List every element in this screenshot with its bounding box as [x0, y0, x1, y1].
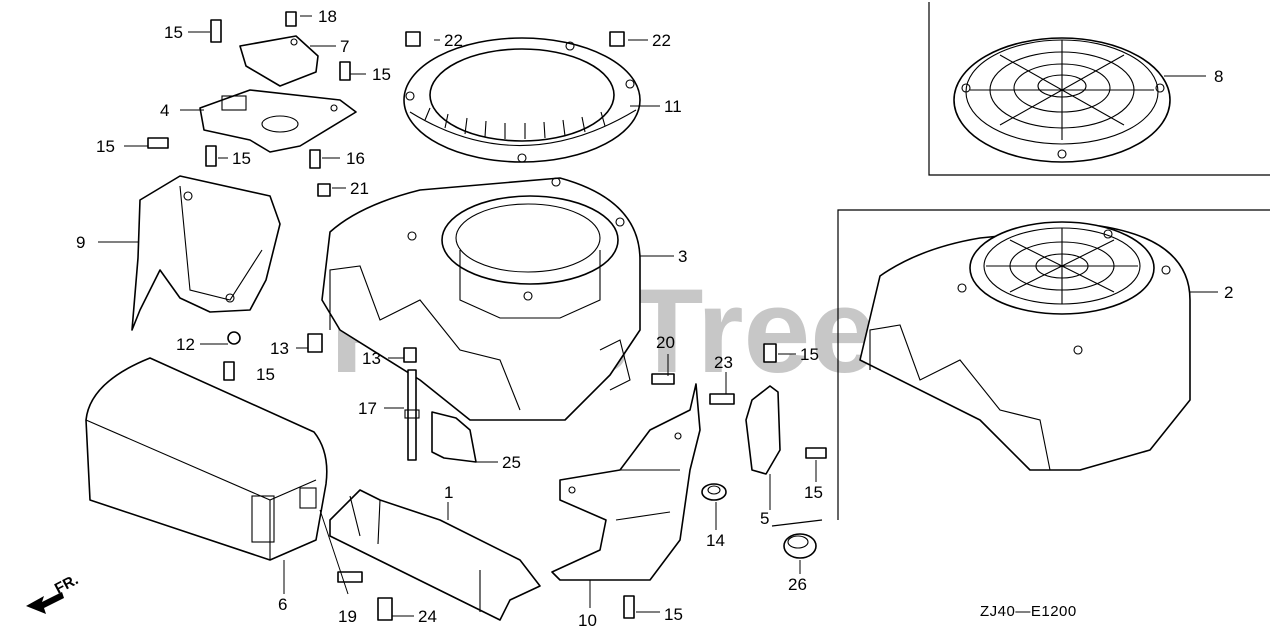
bolt-15-mid[interactable]	[205, 145, 217, 167]
bolt-16[interactable]	[309, 149, 321, 169]
callout-22[interactable]: 22	[444, 31, 463, 50]
nut-22-right[interactable]	[609, 31, 625, 47]
bolt-15-top[interactable]	[210, 19, 222, 43]
callout-10[interactable]: 10	[578, 611, 597, 630]
callout-3[interactable]: 3	[678, 247, 687, 266]
callout-12[interactable]: 12	[176, 335, 195, 354]
bolt-15-lower-left[interactable]	[223, 361, 235, 381]
callout-16[interactable]: 16	[346, 149, 365, 168]
inset-frame-fan-cover	[928, 2, 1270, 176]
callout-19[interactable]: 19	[338, 607, 357, 626]
diagram-code: ZJ40—E1200	[980, 603, 1077, 620]
callout-4[interactable]: 4	[160, 101, 169, 120]
callout-1[interactable]: 1	[444, 483, 453, 502]
callout-11[interactable]: 11	[664, 97, 682, 116]
bolt-19[interactable]	[337, 571, 363, 583]
part-8-fan-cover[interactable]	[953, 37, 1171, 163]
callout-15[interactable]: 15	[232, 149, 251, 168]
callout-13[interactable]: 13	[270, 339, 289, 358]
part-2-fan-shroud-assembly[interactable]	[859, 221, 1191, 471]
callout-2[interactable]: 2	[1224, 283, 1233, 302]
bolt-15-right-top[interactable]	[763, 343, 777, 363]
nut-13-mid[interactable]	[403, 347, 417, 363]
bolt-15-left[interactable]	[147, 137, 169, 149]
callout-17[interactable]: 17	[358, 399, 377, 418]
callout-21[interactable]: 21	[350, 179, 369, 198]
fasteners	[147, 11, 827, 621]
callout-22[interactable]: 22	[652, 31, 671, 50]
callout-15[interactable]: 15	[256, 365, 275, 384]
part-1-lower-air-guide[interactable]	[329, 489, 541, 621]
callout-8[interactable]: 8	[1214, 67, 1223, 86]
callout-13[interactable]: 13	[362, 349, 381, 368]
inset-frame-shroud	[837, 209, 1270, 520]
callout-5[interactable]: 5	[760, 509, 769, 528]
bolt-15-bottom[interactable]	[623, 595, 635, 619]
bolt-18[interactable]	[285, 11, 297, 27]
part-11-air-guide-ring[interactable]	[403, 37, 641, 163]
bolt-15-right[interactable]	[339, 61, 351, 81]
bolt-23[interactable]	[709, 393, 735, 405]
front-direction-indicator: FR.	[26, 571, 81, 614]
callout-23[interactable]: 23	[714, 353, 733, 372]
callout-20[interactable]: 20	[656, 333, 675, 352]
callout-18[interactable]: 18	[318, 7, 337, 26]
part-17-stud-bolt[interactable]	[404, 369, 420, 461]
part-9-side-air-guide[interactable]	[131, 175, 281, 331]
bolt-24[interactable]	[377, 597, 393, 621]
part-6-top-cover[interactable]	[85, 357, 328, 561]
callout-7[interactable]: 7	[340, 37, 349, 56]
nut-22-left[interactable]	[405, 31, 421, 47]
part-5-bracket[interactable]	[745, 385, 781, 475]
bolt-20[interactable]	[651, 373, 675, 385]
leader-lines	[98, 15, 1218, 617]
part-3-fan-shroud[interactable]	[321, 177, 641, 421]
front-arrow-icon	[26, 592, 64, 614]
callout-numbers: 15 18 7 15 22 22 8 4 11 15 15 16 21 9 3 …	[76, 7, 1233, 630]
clip-12[interactable]	[227, 331, 241, 345]
callout-15[interactable]: 15	[800, 345, 819, 364]
callout-9[interactable]: 9	[76, 233, 85, 252]
callout-15[interactable]: 15	[96, 137, 115, 156]
callout-6[interactable]: 6	[278, 595, 287, 614]
callout-24[interactable]: 24	[418, 607, 437, 626]
clip-21[interactable]	[317, 183, 331, 197]
callout-25[interactable]: 25	[502, 453, 521, 472]
part-7-cover-plate[interactable]	[239, 35, 319, 87]
callout-15[interactable]: 15	[164, 23, 183, 42]
part-4-bracket-plate[interactable]	[199, 89, 357, 153]
nut-13-left[interactable]	[307, 333, 323, 353]
callout-14[interactable]: 14	[706, 531, 725, 550]
part-26-plug[interactable]	[771, 519, 823, 559]
front-label: FR.	[52, 571, 81, 597]
part-10-side-shield[interactable]	[551, 383, 701, 581]
bolt-15-right-low[interactable]	[805, 447, 827, 459]
callout-15[interactable]: 15	[804, 483, 823, 502]
part-14-grommet[interactable]	[701, 483, 727, 501]
callout-15[interactable]: 15	[664, 605, 683, 624]
callout-15[interactable]: 15	[372, 65, 391, 84]
callout-26[interactable]: 26	[788, 575, 807, 594]
